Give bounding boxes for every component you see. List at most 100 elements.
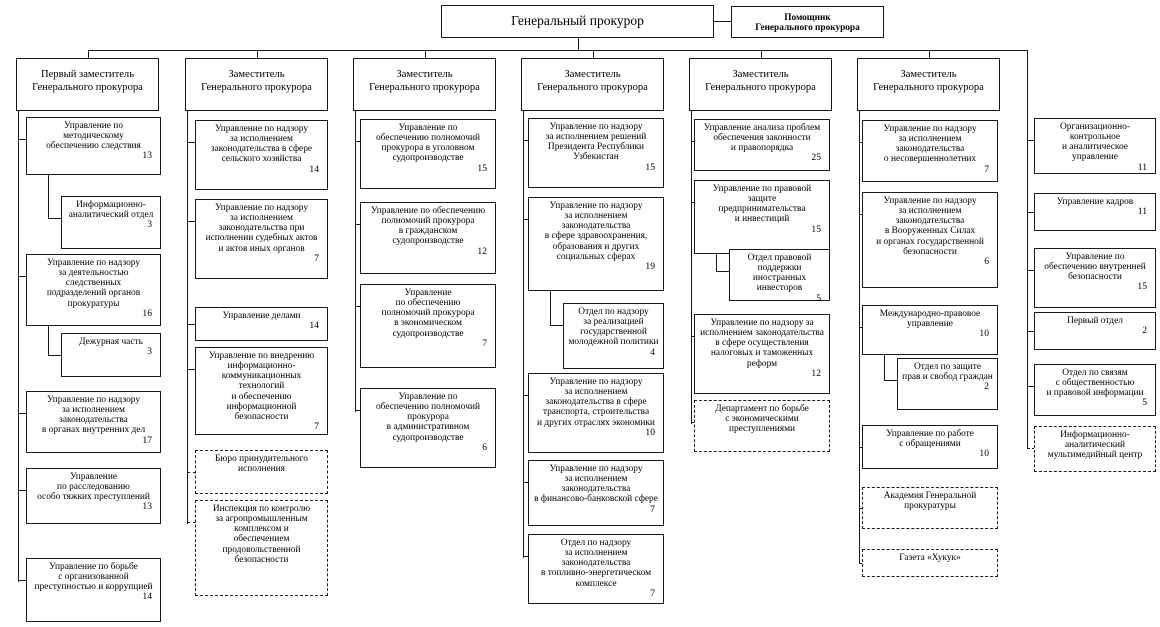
unit-label-line: сельского хозяйства — [221, 154, 302, 165]
unit-staff-count: 7 — [650, 503, 655, 515]
unit-staff-count: 15 — [1137, 281, 1147, 293]
unit-staff-count: 3 — [147, 219, 152, 231]
connector-parent-to-child — [550, 291, 552, 325]
unit-label-line: за исполнением — [898, 134, 962, 145]
assistant-label-line1: Помощник — [784, 13, 831, 23]
unit-label-line: судопроизводстве — [392, 328, 464, 339]
deputy-header-line1-5: Заместитель — [732, 69, 789, 80]
unit-label-line: за реализацией — [583, 317, 644, 328]
unit-label-line: информационной безопасности — [226, 401, 297, 422]
unit-label-line: законодательства — [59, 415, 128, 426]
unit-label-line: прокурора в уголовном — [381, 143, 475, 154]
unit-staff-count: 5 — [816, 292, 821, 304]
unit-label-line: в финансово-банковской сфере — [534, 494, 658, 505]
connector-spine-to-unit — [187, 221, 196, 223]
unit-staff-count: 11 — [1137, 161, 1147, 173]
unit-label-line: комплексом и — [234, 524, 289, 535]
connector-spine-to-unit — [355, 141, 361, 143]
unit-label-line: и актов иных органов — [218, 243, 305, 254]
unit-label-line: Управление по работе — [886, 429, 974, 439]
connector-spine-to-unit — [523, 482, 529, 484]
unit-staff-count: 7 — [314, 421, 319, 433]
deputy-header-line1-6: Заместитель — [900, 69, 957, 80]
unit-label-line: за деятельностью — [58, 268, 129, 279]
connector-parent-to-child-arm — [884, 380, 897, 382]
unit-label-line: Управление по надзору — [549, 377, 643, 387]
unit-label-line: законодательства в сфере — [545, 397, 647, 408]
unit-label-line: Управление по надзору — [883, 196, 977, 206]
unit-label-line: Управление кадров — [1056, 197, 1134, 207]
connector-spine-to-unit — [859, 508, 863, 509]
unit-label-line: полномочий прокурора — [381, 216, 475, 227]
unit-label-line: Информационно- — [76, 200, 146, 210]
unit-label-line: и аналитическое управление — [1062, 142, 1128, 163]
unit-staff-count: 16 — [142, 307, 152, 319]
unit-label-line: обеспечению следствия — [46, 141, 141, 152]
unit-label-line: реформ — [746, 358, 778, 369]
unit-label-line: Управление по надзору — [214, 203, 309, 213]
unit-staff-count: 6 — [984, 255, 989, 267]
unit-label-line: с обращениями — [899, 439, 961, 450]
unit-label-line: Управление по надзору — [549, 201, 643, 211]
unit-label-line: законодательства при — [218, 223, 305, 234]
unit-label-line: инвесторов — [756, 283, 803, 294]
assistant-label-line2: Генерального прокурора — [755, 23, 860, 34]
connector-spine-to-unit — [355, 410, 361, 412]
connector-spine-to-unit — [859, 447, 863, 449]
unit-label-line: поддержки иностранных — [752, 263, 807, 284]
connector-spine-to-unit — [1027, 448, 1035, 449]
column-spine-4 — [523, 88, 525, 558]
connector-bus-to-deputy-4 — [592, 50, 594, 58]
unit-label-line: с экономическими — [725, 414, 799, 425]
unit-label-line: обеспечению полномочий — [375, 133, 480, 144]
unit-label-line: управление — [907, 319, 953, 330]
unit-label-line: Управление по надзору — [46, 258, 141, 268]
unit-label-line: мультимедийный центр — [1047, 450, 1143, 461]
connector-parent-to-child — [48, 175, 50, 218]
connector-bus-to-deputy-2 — [256, 50, 258, 58]
column-spine-2 — [187, 88, 189, 524]
prosecutor-general-box: Генеральный прокурор — [441, 5, 714, 38]
unit-label-line: в административном — [386, 422, 470, 433]
unit-label-line: предпринимательства — [718, 204, 806, 215]
unit-label-line: в органах внутренних дел — [41, 425, 146, 436]
connector-spine-to-unit — [1027, 212, 1035, 214]
unit-staff-count: 17 — [142, 434, 152, 446]
unit-staff-count: 4 — [650, 346, 655, 358]
connector-spine-to-unit — [1027, 270, 1035, 272]
connector-spine-to-unit — [18, 139, 27, 141]
unit-label-line: безопасности — [1068, 272, 1122, 283]
connector-spine-to-unit — [1027, 140, 1035, 142]
unit-label-line: законодательства — [895, 144, 965, 155]
connector-spine-to-unit — [187, 142, 196, 144]
unit-label-line: за исполнением — [230, 134, 293, 145]
unit-label-line: подразделений органов — [46, 288, 141, 299]
unit-label-line: Организационно- — [1060, 122, 1130, 132]
unit-staff-count: 10 — [979, 328, 989, 340]
unit-label-line: судопроизводстве — [392, 153, 464, 164]
unit-label-line: преступностью и коррупцией — [34, 582, 153, 593]
unit-label-line: исполнения — [238, 464, 285, 475]
unit-label-line: методическому — [63, 131, 124, 142]
unit-label-line: Управление анализа проблем — [703, 123, 821, 133]
unit-label-line: Управление по надзору за — [710, 318, 814, 328]
unit-staff-count: 13 — [142, 501, 152, 513]
connector-spine-to-unit — [691, 422, 695, 423]
connector-spine-to-unit — [18, 490, 27, 492]
unit-label-line: Управление по правовой — [712, 184, 812, 194]
unit-label-line: за исполнением законодательства — [561, 548, 631, 569]
unit-label-line: молодежной политики — [568, 337, 659, 348]
connector-spine-to-unit — [355, 224, 361, 226]
unit-label-line: полномочий прокурора — [381, 308, 475, 319]
unit-staff-count: 15 — [645, 161, 655, 173]
deputy-header-line2-5: Генерального прокурора — [705, 82, 816, 94]
column-spine-7 — [1027, 142, 1029, 448]
